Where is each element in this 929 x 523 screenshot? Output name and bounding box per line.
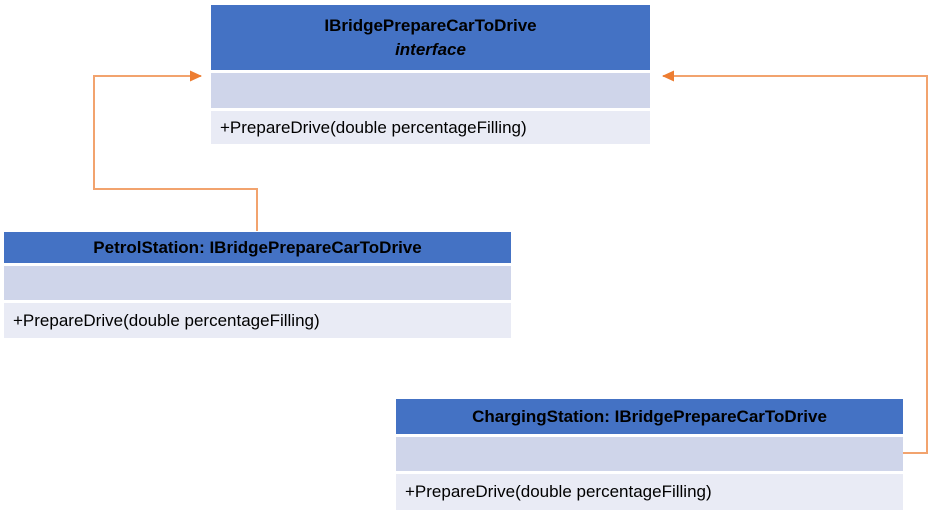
interface-class-box: IBridgePrepareCarToDrive interface +Prep… <box>211 5 650 144</box>
class-title: ChargingStation: IBridgePrepareCarToDriv… <box>472 406 827 426</box>
class-header: PetrolStation: IBridgePrepareCarToDrive <box>4 232 511 263</box>
method-label: +PrepareDrive(double percentageFilling) <box>13 310 320 330</box>
attributes-row <box>211 73 650 108</box>
methods-row: +PrepareDrive(double percentageFilling) <box>396 474 903 510</box>
attributes-row <box>4 266 511 300</box>
class-title: IBridgePrepareCarToDrive <box>324 15 537 35</box>
method-label: +PrepareDrive(double percentageFilling) <box>220 117 527 137</box>
stereotype-label: interface <box>395 39 466 59</box>
methods-row: +PrepareDrive(double percentageFilling) <box>4 303 511 338</box>
charging-station-class-box: ChargingStation: IBridgePrepareCarToDriv… <box>396 399 903 510</box>
class-title: PetrolStation: IBridgePrepareCarToDrive <box>93 237 422 257</box>
attributes-row <box>396 437 903 471</box>
class-header: ChargingStation: IBridgePrepareCarToDriv… <box>396 399 903 434</box>
class-header: IBridgePrepareCarToDrive interface <box>211 5 650 70</box>
petrol-station-class-box: PetrolStation: IBridgePrepareCarToDrive … <box>4 232 511 338</box>
charging-to-interface-connector <box>662 70 928 454</box>
method-label: +PrepareDrive(double percentageFilling) <box>405 482 712 501</box>
methods-row: +PrepareDrive(double percentageFilling) <box>211 111 650 144</box>
